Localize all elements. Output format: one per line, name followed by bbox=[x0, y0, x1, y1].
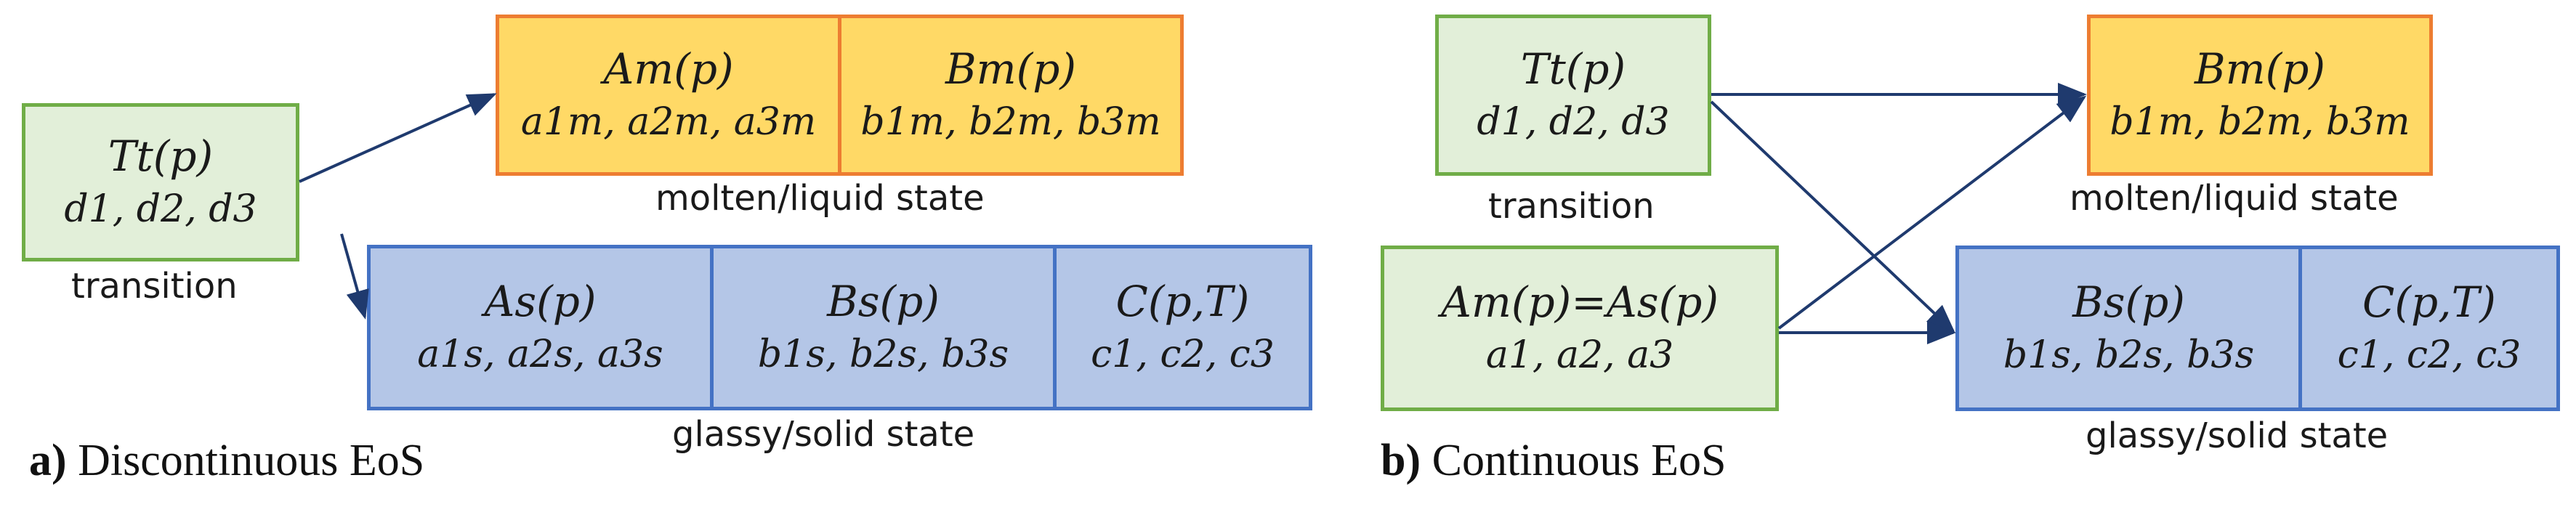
b-transition-label: transition bbox=[1488, 186, 1655, 227]
b-shared-params: a1, a2, a3 bbox=[1485, 333, 1674, 377]
a-solid-box-b: Bs(p) b1s, b2s, b3s bbox=[710, 245, 1057, 410]
b-caption: b) Continuous EoS bbox=[1381, 434, 1726, 487]
a-molten-a-params: a1m, a2m, a3m bbox=[520, 100, 817, 144]
a-molten-b-params: b1m, b2m, b3m bbox=[860, 100, 1161, 144]
b-solid-box-c: C(p,T) c1, c2, c3 bbox=[2298, 246, 2560, 411]
a-solid-c-params: c1, c2, c3 bbox=[1091, 333, 1275, 376]
a-molten-b-func: Bm(p) bbox=[945, 44, 1076, 94]
a-transition-params: d1, d2, d3 bbox=[64, 187, 257, 231]
a-molten-label: molten/liquid state bbox=[655, 178, 985, 219]
a-transition-box: Tt(p) d1, d2, d3 bbox=[22, 103, 299, 261]
b-arrow-shared-to-molten bbox=[1777, 95, 2087, 330]
a-solid-b-func: Bs(p) bbox=[827, 277, 940, 326]
b-molten-box-b: Bm(p) b1m, b2m, b3m bbox=[2087, 15, 2433, 176]
b-solid-label: glassy/solid state bbox=[2086, 415, 2389, 456]
a-caption: a) Discontinuous EoS bbox=[29, 434, 424, 487]
b-solid-b-params: b1s, b2s, b3s bbox=[2003, 333, 2255, 377]
a-solid-a-params: a1s, a2s, a3s bbox=[417, 333, 663, 376]
b-molten-b-params: b1m, b2m, b3m bbox=[2109, 100, 2410, 144]
b-solid-box-b: Bs(p) b1s, b2s, b3s bbox=[1955, 246, 2302, 411]
a-caption-text: Discontinuous EoS bbox=[78, 436, 425, 485]
a-caption-letter: a) bbox=[29, 436, 67, 485]
a-transition-label: transition bbox=[71, 266, 238, 307]
b-molten-b-func: Bm(p) bbox=[2194, 44, 2325, 94]
a-molten-box-a: Am(p) a1m, a2m, a3m bbox=[496, 15, 841, 176]
a-solid-a-func: As(p) bbox=[484, 277, 597, 326]
a-transition-func: Tt(p) bbox=[108, 131, 214, 181]
b-caption-letter: b) bbox=[1381, 436, 1421, 485]
b-shared-box: Am(p)=As(p) a1, a2, a3 bbox=[1381, 246, 1779, 411]
a-solid-box-c: C(p,T) c1, c2, c3 bbox=[1053, 245, 1312, 410]
a-solid-label: glassy/solid state bbox=[672, 414, 975, 455]
b-molten-label: molten/liquid state bbox=[2070, 178, 2399, 219]
b-transition-box: Tt(p) d1, d2, d3 bbox=[1435, 15, 1711, 176]
b-solid-c-params: c1, c2, c3 bbox=[2337, 333, 2522, 377]
b-arrow-transition-to-solid bbox=[1710, 100, 1955, 333]
a-solid-box-a: As(p) a1s, a2s, a3s bbox=[367, 245, 714, 410]
a-arrow-to-solid bbox=[340, 233, 369, 320]
a-arrow-to-molten bbox=[299, 93, 497, 183]
a-molten-box-b: Bm(p) b1m, b2m, b3m bbox=[838, 15, 1184, 176]
b-transition-params: d1, d2, d3 bbox=[1477, 100, 1670, 144]
b-shared-func: Am(p)=As(p) bbox=[1441, 277, 1719, 327]
b-caption-text: Continuous EoS bbox=[1432, 436, 1727, 485]
b-transition-func: Tt(p) bbox=[1520, 44, 1626, 94]
b-solid-c-func: C(p,T) bbox=[2362, 277, 2496, 327]
a-molten-a-func: Am(p) bbox=[603, 44, 734, 94]
a-solid-c-func: C(p,T) bbox=[1115, 277, 1250, 326]
a-solid-b-params: b1s, b2s, b3s bbox=[757, 333, 1009, 376]
b-solid-b-func: Bs(p) bbox=[2072, 277, 2185, 327]
